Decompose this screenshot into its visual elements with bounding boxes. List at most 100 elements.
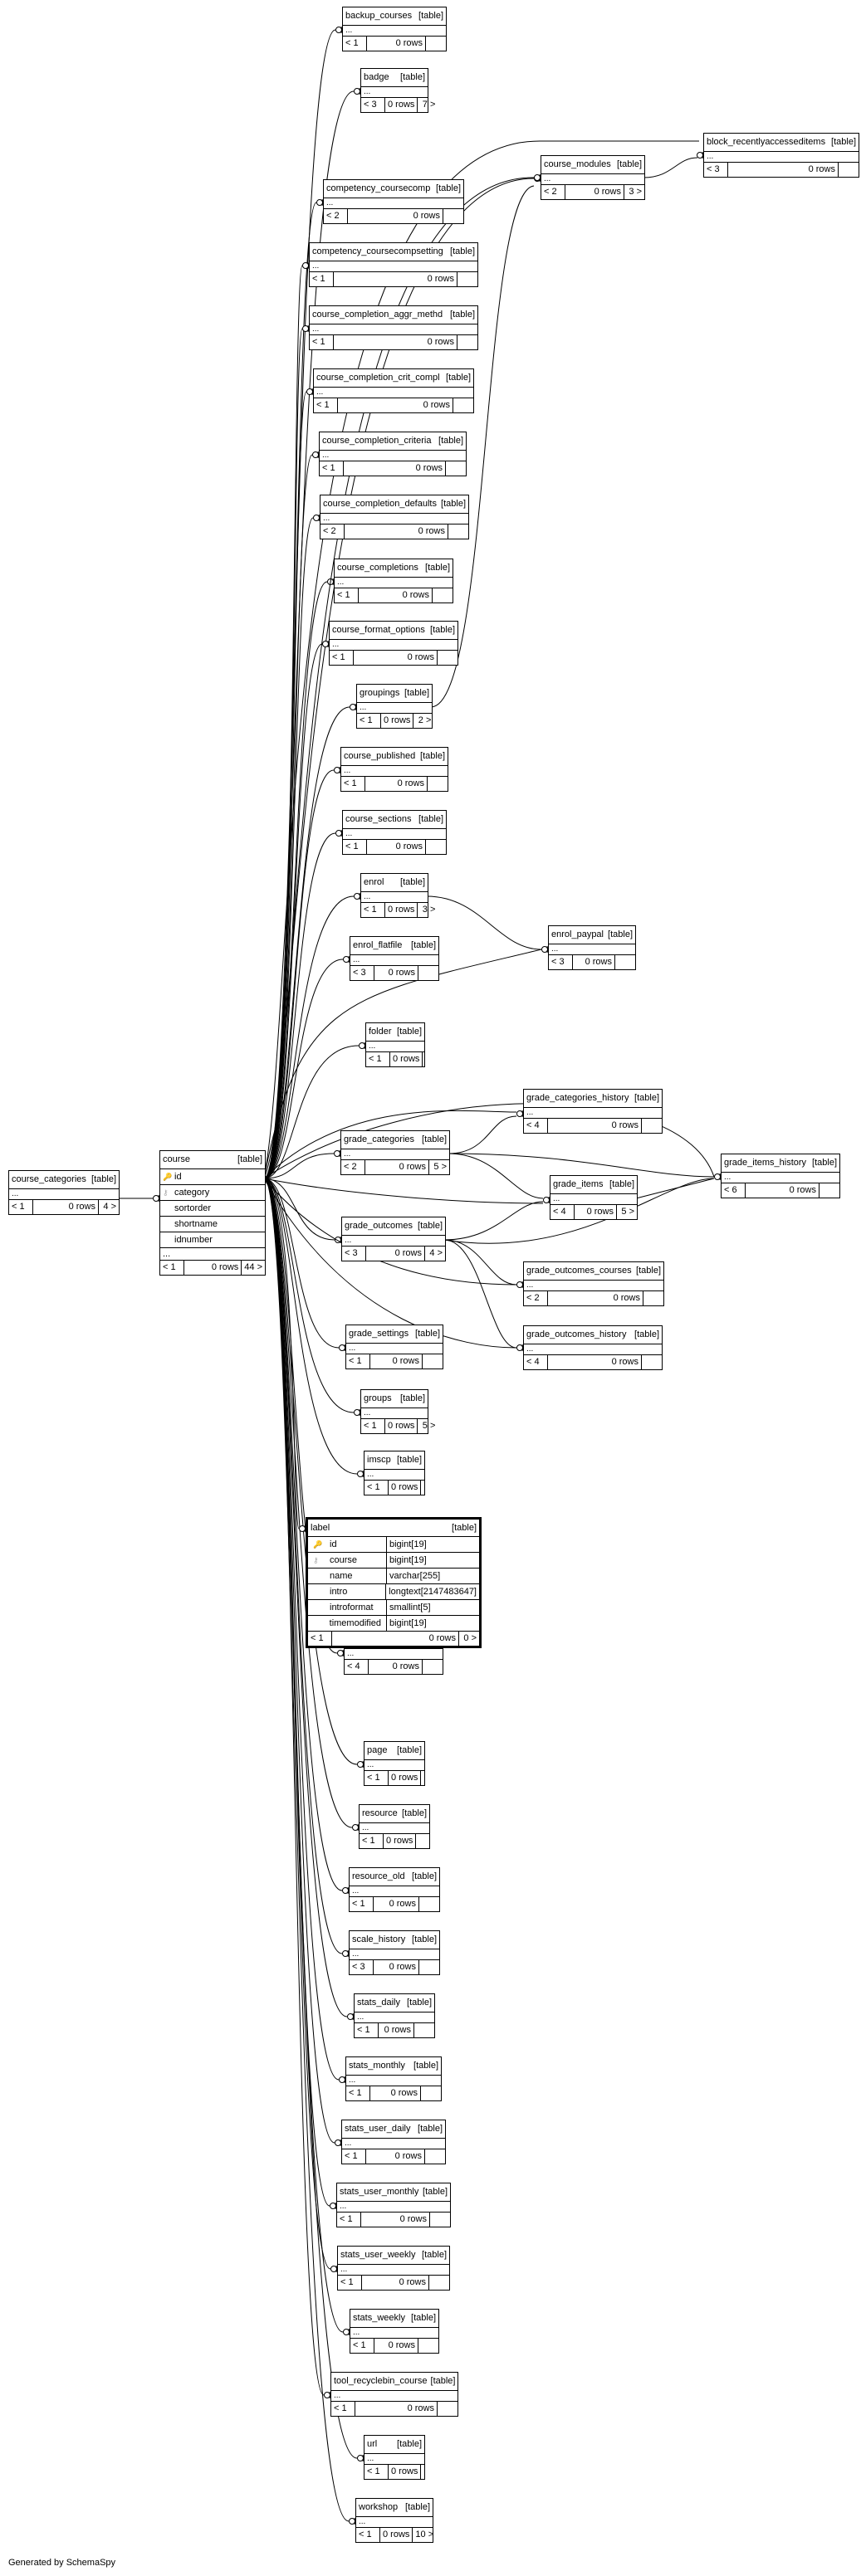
children-link[interactable] <box>418 966 438 980</box>
children-link[interactable]: 5 > <box>422 1421 436 1431</box>
children-link[interactable] <box>642 1355 662 1369</box>
children-link[interactable] <box>428 777 448 791</box>
table-competency-coursecompsetting[interactable]: competency_coursecompsetting[table]...< … <box>309 242 478 287</box>
parents-link[interactable]: < 4 <box>524 1355 548 1369</box>
parents-link[interactable]: < 1 <box>346 1354 370 1368</box>
children-link[interactable]: 5 > <box>621 1207 634 1217</box>
parents-link[interactable]: < 1 <box>341 777 365 791</box>
children-link[interactable]: 3 > <box>629 187 642 197</box>
parents-link[interactable]: < 1 <box>350 2339 374 2353</box>
parents-link[interactable]: < 2 <box>341 1160 365 1174</box>
children-link[interactable] <box>421 1481 441 1495</box>
children-link[interactable] <box>457 335 477 349</box>
children-link[interactable] <box>419 1897 439 1911</box>
parents-link[interactable]: < 1 <box>350 1897 374 1911</box>
children-link[interactable] <box>457 272 477 286</box>
parents-link[interactable]: < 4 <box>345 1660 369 1674</box>
children-link[interactable]: 2 > <box>418 715 432 725</box>
parents-link[interactable]: < 1 <box>361 1419 385 1433</box>
parents-link[interactable]: < 1 <box>310 272 334 286</box>
children-link[interactable] <box>418 2339 438 2353</box>
parents-link[interactable]: < 3 <box>350 1960 374 1974</box>
parents-link[interactable]: < 1 <box>360 1834 384 1848</box>
parents-link[interactable]: < 1 <box>335 588 359 603</box>
children-link[interactable]: 3 > <box>422 905 436 915</box>
children-link[interactable] <box>421 2086 441 2100</box>
parents-link[interactable]: < 1 <box>342 2149 366 2164</box>
parents-link[interactable]: < 1 <box>357 714 381 728</box>
parents-link[interactable]: < 1 <box>356 2528 380 2542</box>
children-link[interactable]: 10 > <box>415 2530 434 2539</box>
children-link[interactable] <box>643 1291 663 1305</box>
parents-link[interactable]: < 1 <box>160 1261 184 1275</box>
children-link[interactable] <box>433 588 453 603</box>
parents-link[interactable]: < 1 <box>310 335 334 349</box>
parents-link[interactable]: < 1 <box>355 2023 379 2037</box>
parents-link[interactable]: < 1 <box>343 37 367 51</box>
children-link[interactable] <box>430 2213 450 2227</box>
children-link[interactable] <box>429 2276 449 2290</box>
parents-link[interactable]: < 1 <box>365 1771 389 1785</box>
children-link[interactable] <box>421 2465 441 2479</box>
parents-link[interactable]: < 1 <box>361 903 385 917</box>
children-link[interactable] <box>423 1660 443 1674</box>
table-course[interactable]: course [table] 🔑id ⚷category sortorder s… <box>159 1150 266 1276</box>
children-link[interactable] <box>438 651 457 665</box>
parents-link[interactable]: < 1 <box>365 1481 389 1495</box>
parents-link[interactable]: < 2 <box>524 1291 548 1305</box>
parents-link[interactable]: < 1 <box>314 398 338 412</box>
children-link[interactable]: 4 > <box>429 1248 443 1258</box>
table-course-completion-crit-compl[interactable]: course_completion_crit_compl[table]...< … <box>313 368 474 413</box>
parents-link[interactable]: < 6 <box>722 1183 746 1198</box>
children-link[interactable] <box>642 1119 662 1133</box>
children-link[interactable]: 44 > <box>244 1262 262 1272</box>
children-link[interactable] <box>416 1834 436 1848</box>
parents-link[interactable]: < 1 <box>366 1052 390 1066</box>
children-link[interactable]: 0 > <box>463 1633 477 1643</box>
parents-link[interactable]: < 1 <box>338 2276 362 2290</box>
children-link[interactable] <box>419 1960 439 1974</box>
children-link[interactable] <box>423 1354 443 1368</box>
parents-link[interactable]: < 3 <box>361 98 385 112</box>
parents-link[interactable]: < 3 <box>350 966 374 980</box>
parents-link[interactable]: < 1 <box>320 461 344 476</box>
children-link[interactable] <box>425 2149 445 2164</box>
parents-link[interactable]: < 1 <box>337 2213 361 2227</box>
children-link[interactable] <box>438 2402 457 2416</box>
table-block-recentlyaccesseditems[interactable]: block_recentlyaccesseditems[table]...< 3… <box>703 133 859 178</box>
parents-link[interactable]: < 3 <box>342 1247 366 1261</box>
parents-link[interactable]: < 2 <box>541 185 565 199</box>
children-link[interactable]: 7 > <box>422 100 436 110</box>
